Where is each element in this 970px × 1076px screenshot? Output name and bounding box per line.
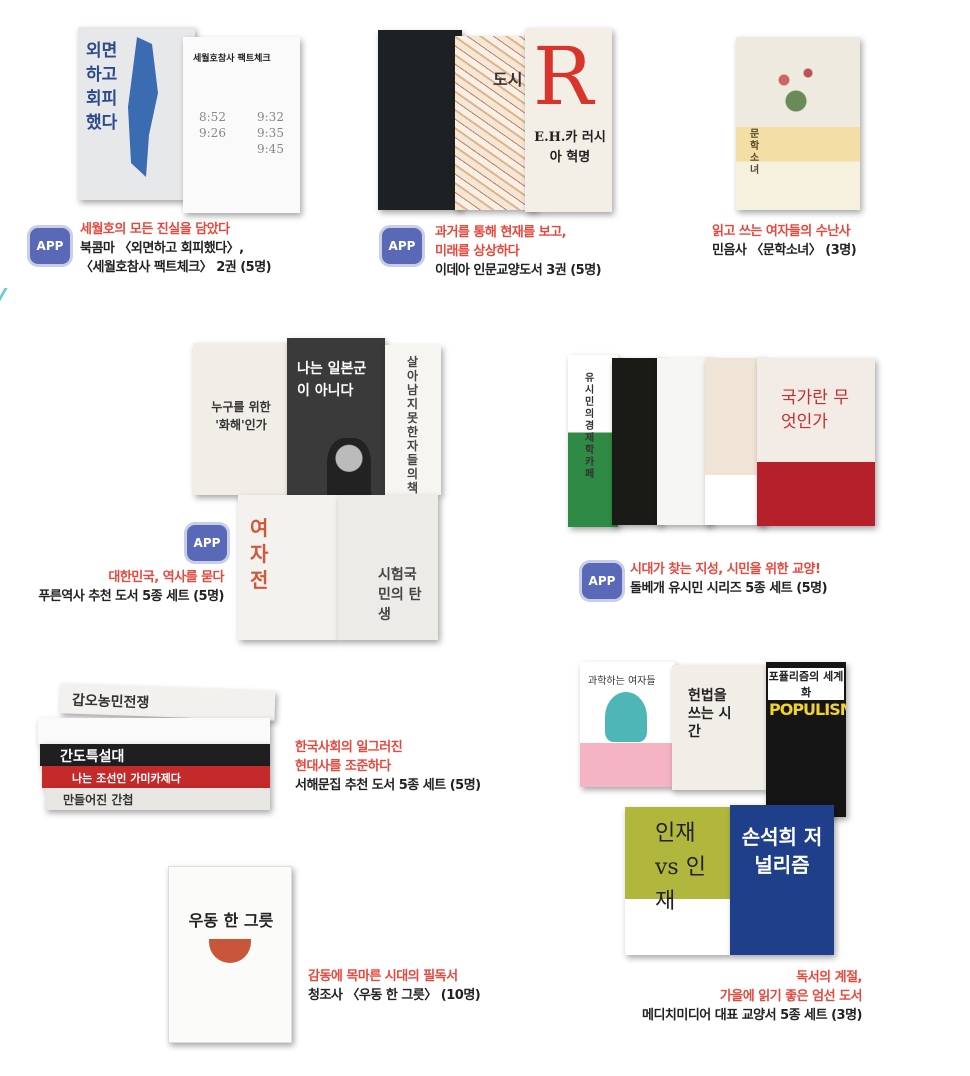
caption-desc: 푸른역사 추천 도서 5종 세트 (5명) — [38, 589, 224, 604]
caption-title: 독서의 계절, — [796, 970, 862, 985]
caption-title: 감동에 목마른 시대의 필독서 — [308, 969, 458, 984]
app-badge: APP — [382, 228, 422, 264]
book-cover: 문학소녀 — [736, 37, 860, 210]
book-cover: 외면하고 회피했다 — [78, 27, 195, 200]
caption: 독서의 계절, 가을에 읽기 좋은 엄선 도서 메디치미디어 대표 교양서 5종… — [641, 968, 863, 1025]
book-cover — [378, 30, 462, 210]
caption-desc: 돌베개 유시민 시리즈 5종 세트 (5명) — [630, 581, 828, 596]
caption-desc: 민음사 〈문학소녀〉 (3명) — [712, 243, 857, 258]
book-spine: 간도특설대 — [40, 744, 270, 766]
flower-illustration — [766, 52, 826, 122]
book-cover: R E.H.카 러시아 혁명 — [525, 28, 612, 212]
portrait — [327, 438, 371, 496]
book-cover: 포퓰리즘의 세계화 POPULISM — [766, 662, 846, 817]
caption: 한국사회의 일그러진 현대사를 조준하다 서해문집 추천 도서 5종 세트 (5… — [295, 738, 481, 795]
book-spine: 나는 조선인 가미카제다 — [42, 766, 270, 788]
caption: 세월호의 모든 진실을 담았다 북콤마 〈외면하고 회피했다〉, 〈세월호참사 … — [80, 220, 272, 277]
book-cover: 손석희 저널리즘 — [730, 805, 834, 955]
caption: 대한민국, 역사를 묻다 푸른역사 추천 도서 5종 세트 (5명) — [38, 568, 224, 606]
caption-title: 가을에 읽기 좋은 엄선 도서 — [719, 989, 863, 1004]
book-cover: 과학하는 여자들 — [580, 662, 675, 787]
decorative-mark — [0, 288, 18, 304]
book-cover — [705, 358, 765, 525]
caption-desc: 청조사 〈우동 한 그릇〉 (10명) — [308, 988, 481, 1003]
udon-bowl-illustration — [209, 939, 251, 963]
caption-desc: 메디치미디어 대표 교양서 5종 세트 (3명) — [641, 1008, 863, 1023]
book-cover: 유시민의 경제학 카페 — [568, 355, 618, 527]
caption-desc: 북콤마 〈외면하고 회피했다〉, — [80, 241, 244, 256]
caption-title: 읽고 쓰는 여자들의 수난사 — [712, 224, 851, 239]
caption: 감동에 목마른 시대의 필독서 청조사 〈우동 한 그릇〉 (10명) — [308, 967, 481, 1005]
caption: 읽고 쓰는 여자들의 수난사 민음사 〈문학소녀〉 (3명) — [712, 222, 857, 260]
book-spine: 만들어진 간첩 — [45, 788, 270, 810]
caption: 시대가 찾는 지성, 시민을 위한 교양! 돌베개 유시민 시리즈 5종 세트 … — [630, 560, 828, 598]
book-cover: 헌법을 쓰는 시간 — [672, 665, 767, 790]
cover-art — [128, 37, 158, 177]
caption-title: 현대사를 조준하다 — [295, 759, 391, 774]
caption-title: 세월호의 모든 진실을 담았다 — [80, 222, 230, 237]
caption-desc: 서해문집 추천 도서 5종 세트 (5명) — [295, 778, 481, 793]
caption-title: 한국사회의 일그러진 — [295, 740, 403, 755]
book-cover: 도시 — [455, 36, 537, 210]
book-cover: 시험국민의 탄생 — [338, 495, 438, 640]
caption-title: 과거를 통해 현재를 보고, — [435, 225, 567, 240]
book-spine: 갑오농민전쟁 — [59, 683, 276, 721]
book-cover: 인재 vs 인재 — [625, 807, 730, 955]
book-cover: 누구를 위한 '화해'인가 — [193, 343, 289, 495]
app-badge: APP — [187, 525, 227, 561]
caption: 과거를 통해 현재를 보고, 미래를 상상하다 이데아 인문교양도서 3권 (5… — [435, 223, 602, 280]
book-cover: 우동 한 그릇 — [168, 866, 292, 1043]
book-cover — [612, 358, 662, 525]
book-cover: 국가란 무엇인가 — [757, 358, 875, 526]
caption-title: 미래를 상상하다 — [435, 244, 520, 259]
app-badge: APP — [582, 563, 622, 599]
caption-desc: 이데아 인문교양도서 3권 (5명) — [435, 263, 602, 278]
book-spine — [38, 718, 270, 744]
app-badge: APP — [30, 228, 70, 264]
book-cover: 나는 일본군이 아니다 — [287, 338, 385, 496]
book-cover: 여자전 — [238, 495, 338, 640]
caption-title: 대한민국, 역사를 묻다 — [108, 570, 224, 585]
book-cover: 살아남지 못한 자들의 책 읽기 — [385, 345, 441, 495]
book-cover — [657, 358, 712, 525]
caption-desc: 〈세월호참사 팩트체크〉 2권 (5명) — [80, 260, 272, 275]
caption-title: 시대가 찾는 지성, 시민을 위한 교양! — [630, 562, 821, 577]
